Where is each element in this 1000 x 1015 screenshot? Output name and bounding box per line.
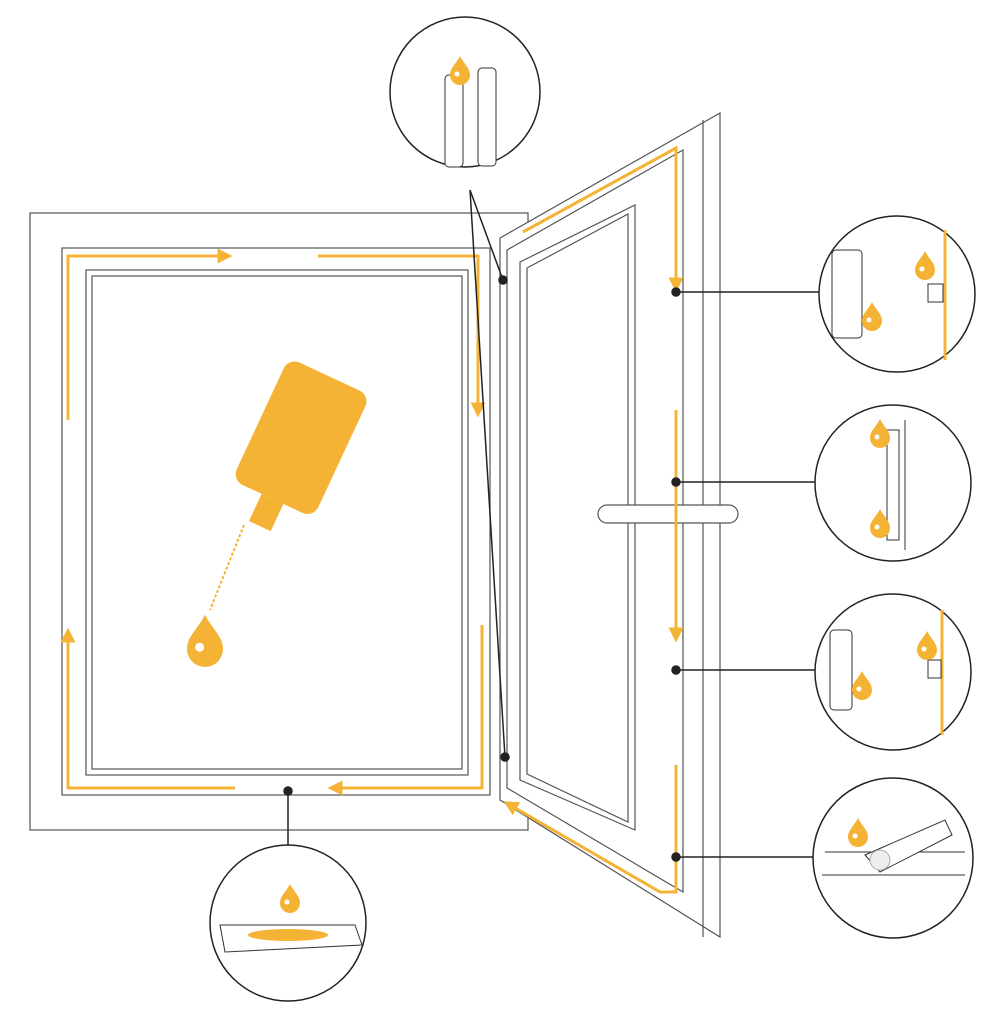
detail-bottom-striker — [209, 844, 367, 1002]
detail-keeper-1 — [818, 215, 976, 373]
handle-icon — [597, 504, 739, 524]
connector-lines — [283, 189, 820, 862]
oil-bottle-icon — [187, 361, 367, 667]
detail-keeper-2 — [814, 593, 972, 751]
detail-hinge-middle — [814, 404, 972, 562]
detail-bottom-hinge — [812, 777, 974, 939]
oil-path-sash — [503, 145, 684, 894]
open-sash — [499, 111, 721, 939]
fixed-window-frame — [29, 212, 529, 831]
detail-hinge-top — [389, 16, 541, 168]
oil-path-fixed-frame — [60, 248, 486, 796]
